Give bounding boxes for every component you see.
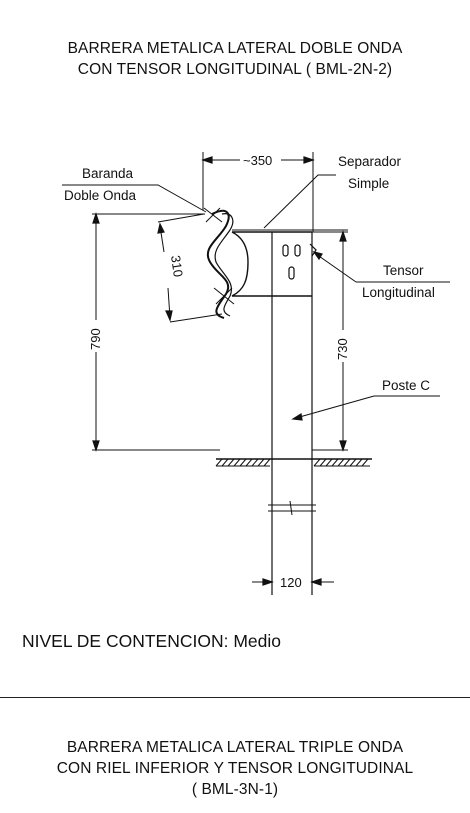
dim-arrow: [339, 230, 347, 242]
bottom-title-line1: BARRERA METALICA LATERAL TRIPLE ONDA: [66, 739, 404, 756]
leader-poste: [295, 395, 440, 419]
post-break-mark: [268, 504, 316, 512]
post-slot: [294, 244, 301, 257]
spacer-block: [231, 231, 312, 297]
dim-arrow: [339, 440, 347, 452]
dim-310-text: 310: [168, 254, 186, 278]
w-beam-rail-inner: [214, 213, 234, 317]
dim-730-text: 730: [335, 338, 350, 360]
dim-310-ext-top: [157, 213, 205, 223]
label-tensor: Tensor: [383, 263, 424, 278]
label-separador: Separador: [338, 154, 402, 169]
section-divider: [0, 697, 470, 698]
top-title-line1: BARRERA METALICA LATERAL DOBLE ONDA: [67, 40, 403, 57]
dim-310-ext-bottom: [169, 313, 223, 323]
bottom-title-line3: ( BML-3N-1): [191, 781, 279, 798]
dim-arrow: [201, 156, 213, 164]
dim-790-text: 790: [88, 328, 103, 350]
top-title-line2: CON TENSOR LONGITUDINAL ( BML-2N-2): [77, 61, 393, 78]
tensor-arrow: [312, 251, 323, 261]
label-baranda: Baranda: [82, 166, 134, 181]
containment-level: NIVEL DE CONTENCION: Medio: [22, 631, 281, 651]
top-title: BARRERA METALICA LATERAL DOBLE ONDA CON …: [0, 38, 470, 80]
leader-baranda: [62, 184, 207, 213]
dim-arrow: [262, 578, 274, 586]
dim-arrow: [303, 156, 315, 164]
dim-arrow: [92, 212, 100, 224]
ground-hatch: [215, 458, 370, 467]
label-poste: Poste C: [382, 378, 430, 393]
w-beam-rail: [207, 209, 230, 319]
bottom-title: BARRERA METALICA LATERAL TRIPLE ONDA CON…: [0, 737, 470, 800]
label-simple: Simple: [348, 176, 389, 191]
dim-120-text: 120: [280, 575, 302, 590]
dim-arrow: [165, 310, 173, 322]
bottom-title-line2: CON RIEL INFERIOR Y TENSOR LONGITUDINAL: [56, 760, 414, 777]
post-break-tick: [289, 500, 293, 516]
label-longitudinal: Longitudinal: [362, 285, 435, 300]
bolt-mark: [213, 287, 235, 305]
dim-350-text: ~350: [243, 153, 272, 168]
dim-arrow: [310, 578, 322, 586]
label-doble-onda: Doble Onda: [64, 188, 137, 203]
tensor-element: [309, 243, 317, 257]
post-slot: [282, 244, 289, 257]
dim-arrow: [92, 440, 100, 452]
post-slot: [288, 266, 295, 280]
leader-tensor: [315, 253, 357, 283]
bolt-mark: [203, 207, 223, 223]
dim-arrow: [157, 222, 165, 234]
leader-separador: [263, 174, 336, 229]
poste-arrow: [291, 413, 303, 421]
